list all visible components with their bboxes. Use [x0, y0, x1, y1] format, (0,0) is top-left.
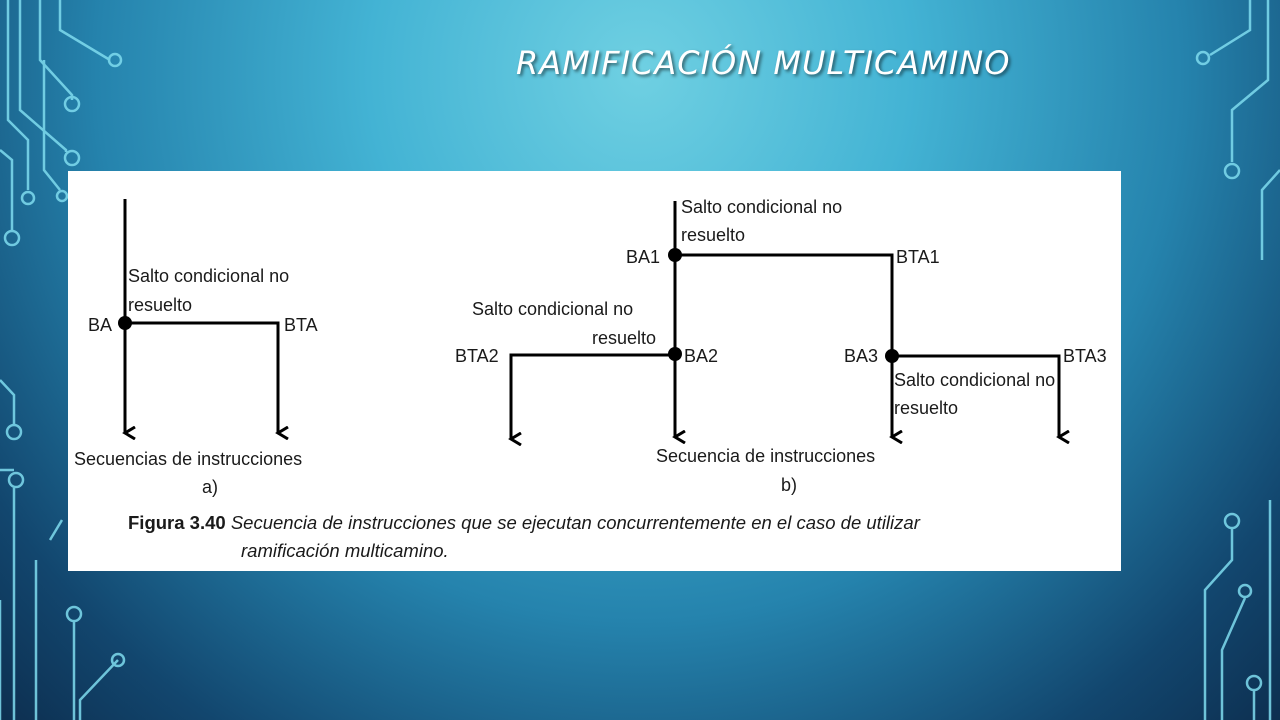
diagram-a-sequences-label: Secuencias de instrucciones — [74, 449, 302, 469]
figure-caption-label: Figura 3.40 — [128, 512, 226, 533]
figure-caption-text-line2: ramificación multicamino. — [241, 540, 449, 561]
diagram-a-bta-label: BTA — [284, 315, 318, 335]
diagram-b-bta3-label: BTA3 — [1063, 346, 1107, 366]
multipath-branch-diagram: Salto condicional no resuelto BA BTA Sec… — [74, 197, 1107, 497]
diagram-b-cond-top-line1: Salto condicional no — [681, 197, 842, 217]
diagram-b-cond-right-line1: Salto condicional no — [894, 370, 1055, 390]
figure-caption: Figura 3.40 Secuencia de instrucciones q… — [128, 509, 1088, 565]
diagram-a-sub-label: a) — [202, 477, 218, 497]
diagram-b-bta2-path — [511, 353, 675, 439]
diagram-a-condition-line2: resuelto — [128, 295, 192, 315]
diagram-b-bta3-path — [892, 354, 1059, 437]
diagram-b-ba1-node — [668, 248, 682, 262]
diagram-b-cond-left-line2: resuelto — [592, 328, 656, 348]
diagram-b-sequence-label: Secuencia de instrucciones — [656, 446, 875, 466]
diagram-a-ba-label: BA — [88, 315, 112, 335]
diagram-b-cond-left-line1: Salto condicional no — [472, 299, 633, 319]
diagram-b: Salto condicional no resuelto BA1 BTA1 S… — [455, 197, 1107, 495]
figure-panel: Salto condicional no resuelto BA BTA Sec… — [68, 171, 1121, 571]
diagram-b-cond-right-line2: resuelto — [894, 398, 958, 418]
diagram-a-target-path — [125, 321, 278, 433]
figure-caption-text-line1: Secuencia de instrucciones que se ejecut… — [230, 512, 920, 533]
diagram-a-condition-line1: Salto condicional no — [128, 266, 289, 286]
diagram-b-ba2-label: BA2 — [684, 346, 718, 366]
diagram-b-bta1-path — [675, 253, 892, 437]
diagram-b-sub-label: b) — [781, 475, 797, 495]
diagram-b-bta1-label: BTA1 — [896, 247, 940, 267]
diagram-b-ba3-node — [885, 349, 899, 363]
diagram-b-ba1-label: BA1 — [626, 247, 660, 267]
diagram-a: Salto condicional no resuelto BA BTA Sec… — [74, 199, 318, 497]
diagram-b-ba3-label: BA3 — [844, 346, 878, 366]
diagram-b-ba2-node — [668, 347, 682, 361]
diagram-b-cond-top-line2: resuelto — [681, 225, 745, 245]
slide-title: RAMIFICACIÓN MULTICAMINO — [516, 44, 1011, 82]
diagram-a-branch-node — [118, 316, 132, 330]
diagram-b-bta2-label: BTA2 — [455, 346, 499, 366]
